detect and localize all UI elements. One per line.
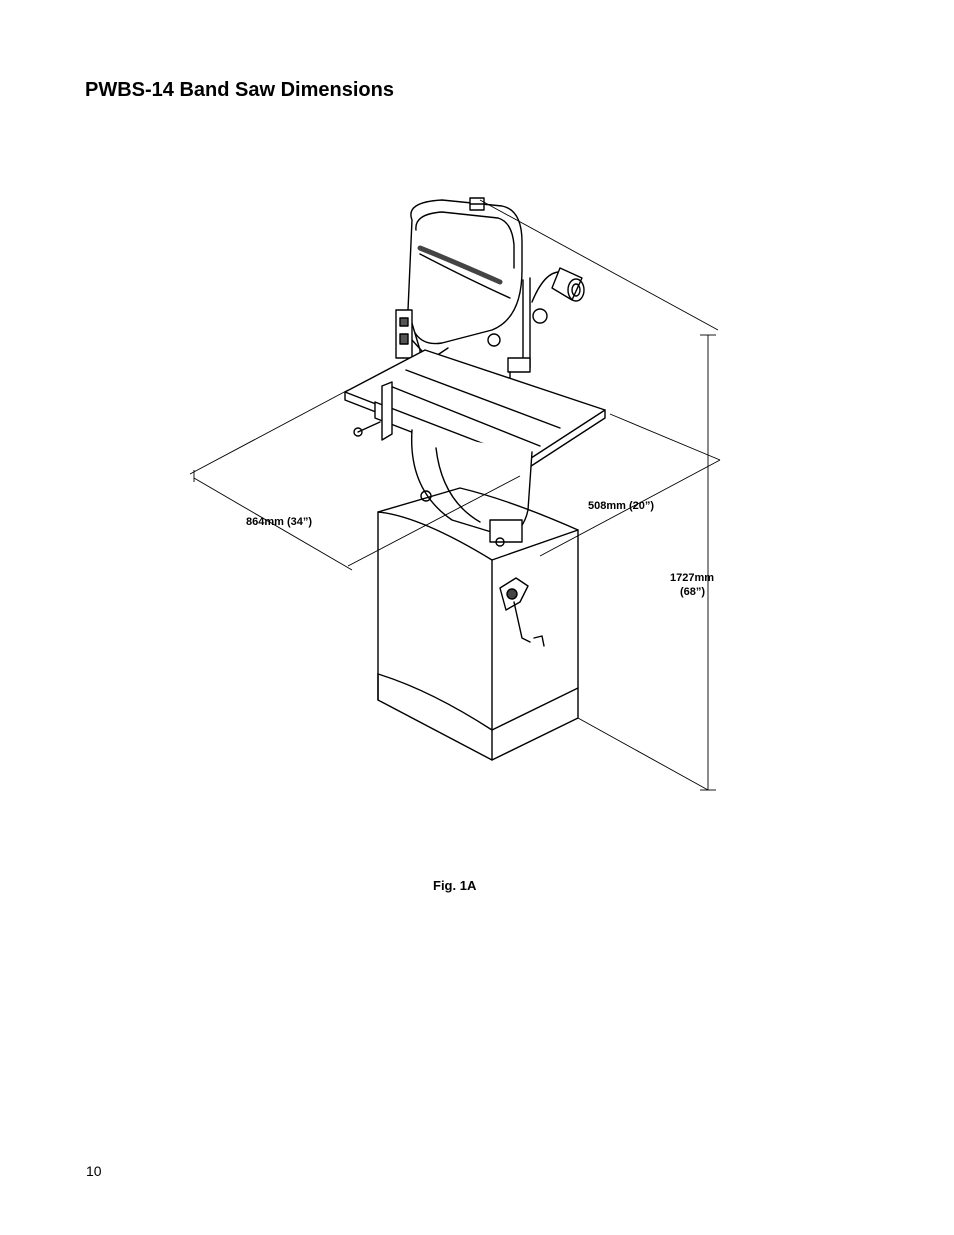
depth-dimension-label: 508mm (20”) (588, 500, 655, 512)
page-title: PWBS-14 Band Saw Dimensions (85, 79, 394, 101)
height-dimension-in-label: (68”) (680, 586, 706, 598)
width-dimension-label: 864mm (34”) (246, 516, 313, 528)
figure-caption: Fig. 1A (433, 878, 477, 893)
page-number: 10 (86, 1163, 102, 1179)
height-dimension-mm-label: 1727mm (670, 572, 715, 584)
band-saw-dimension-figure: 864mm (34”) 508mm (20”) 1727mm (68”) (180, 190, 740, 805)
band-saw-drawing (189, 197, 721, 791)
